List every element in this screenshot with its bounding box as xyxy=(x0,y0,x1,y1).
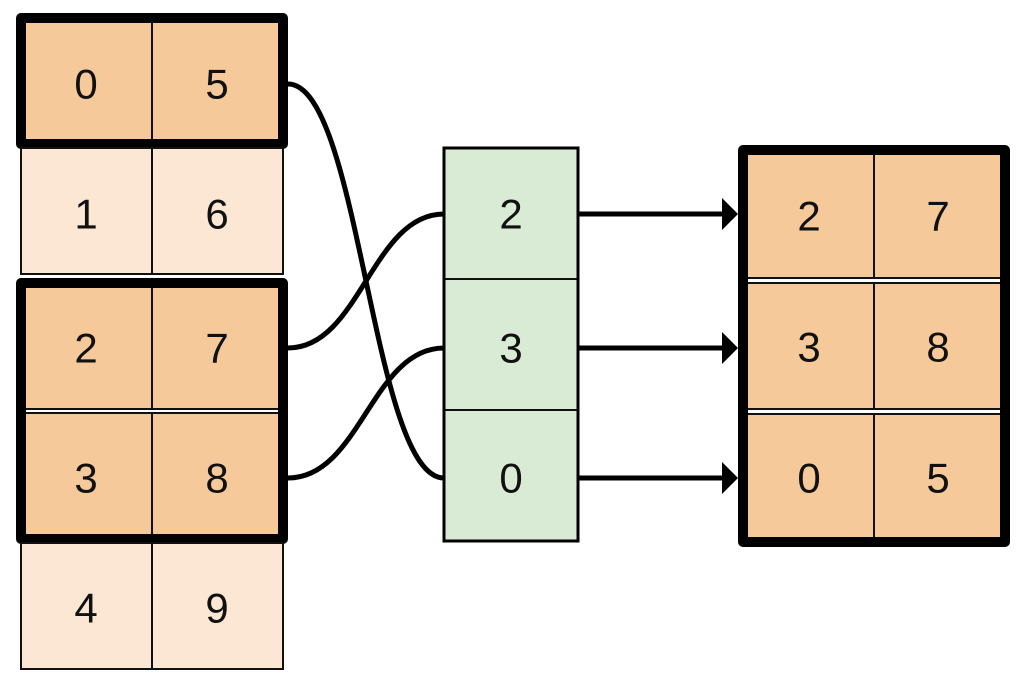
arrow-index0-to-result0 xyxy=(578,198,738,230)
result-cell-0-0[interactable] xyxy=(744,151,875,279)
arrow-head-icon xyxy=(722,198,738,230)
source-cell-label: 4 xyxy=(74,585,97,632)
result-cell-2-1[interactable] xyxy=(873,413,1004,541)
result-cell-label: 2 xyxy=(797,193,820,240)
source-cell-label: 6 xyxy=(205,191,228,238)
source-row-selection-outline xyxy=(16,13,288,149)
source-cell-label: 9 xyxy=(205,585,228,632)
source-row-selection-outline xyxy=(16,278,288,544)
source-cell-3-1[interactable] xyxy=(151,412,284,540)
source-table: 0 5 1 6 2 7 3 8 xyxy=(16,13,288,670)
result-table-outline xyxy=(738,145,1010,547)
index-cell-label: 2 xyxy=(499,191,522,238)
connector-row3-to-index1 xyxy=(287,345,445,481)
source-row-0[interactable]: 0 5 xyxy=(16,13,288,149)
source-row-3[interactable]: 3 8 xyxy=(20,412,284,540)
index-vector-outline xyxy=(442,146,580,543)
source-cell-label: 8 xyxy=(205,455,228,502)
result-cell-label: 3 xyxy=(797,324,820,371)
result-table: 2 7 3 8 0 5 xyxy=(738,145,1010,547)
source-cell-label: 0 xyxy=(74,61,97,108)
result-cell-1-0[interactable] xyxy=(744,282,875,410)
source-row-2[interactable]: 2 7 xyxy=(20,282,284,410)
result-arrows xyxy=(578,198,738,494)
result-cell-label: 5 xyxy=(926,455,949,502)
arrow-index1-to-result1 xyxy=(578,332,738,364)
result-cell-label: 7 xyxy=(926,193,949,240)
source-cell-label: 5 xyxy=(205,61,228,108)
result-cell-0-1[interactable] xyxy=(873,151,1004,279)
source-cell-label: 2 xyxy=(74,325,97,372)
connector-curves xyxy=(287,81,445,481)
result-cell-2-0[interactable] xyxy=(744,413,875,541)
result-cell-1-1[interactable] xyxy=(873,282,1004,410)
source-cell-1-1[interactable] xyxy=(151,147,284,275)
index-cell-0[interactable] xyxy=(443,147,579,280)
index-cell-1[interactable] xyxy=(443,278,579,411)
source-cell-0-0[interactable] xyxy=(20,17,153,145)
arrow-index2-to-result2 xyxy=(578,462,738,494)
source-cell-label: 7 xyxy=(205,325,228,372)
source-cell-2-1[interactable] xyxy=(151,282,284,410)
index-cell-label: 0 xyxy=(499,455,522,502)
arrow-head-icon xyxy=(722,462,738,494)
source-cell-label: 1 xyxy=(74,191,97,238)
source-cell-label: 3 xyxy=(74,455,97,502)
source-row-4[interactable]: 4 9 xyxy=(20,542,284,670)
source-cell-4-1[interactable] xyxy=(151,542,284,670)
result-cell-label: 0 xyxy=(797,455,820,502)
result-cell-label: 8 xyxy=(926,324,949,371)
source-row-1[interactable]: 1 6 xyxy=(20,147,284,275)
index-cell-label: 3 xyxy=(499,325,522,372)
source-cell-0-1[interactable] xyxy=(151,17,284,145)
arrow-head-icon xyxy=(722,332,738,364)
connector-row2-to-index0 xyxy=(287,211,445,351)
index-vector: 2 3 0 xyxy=(442,146,580,543)
